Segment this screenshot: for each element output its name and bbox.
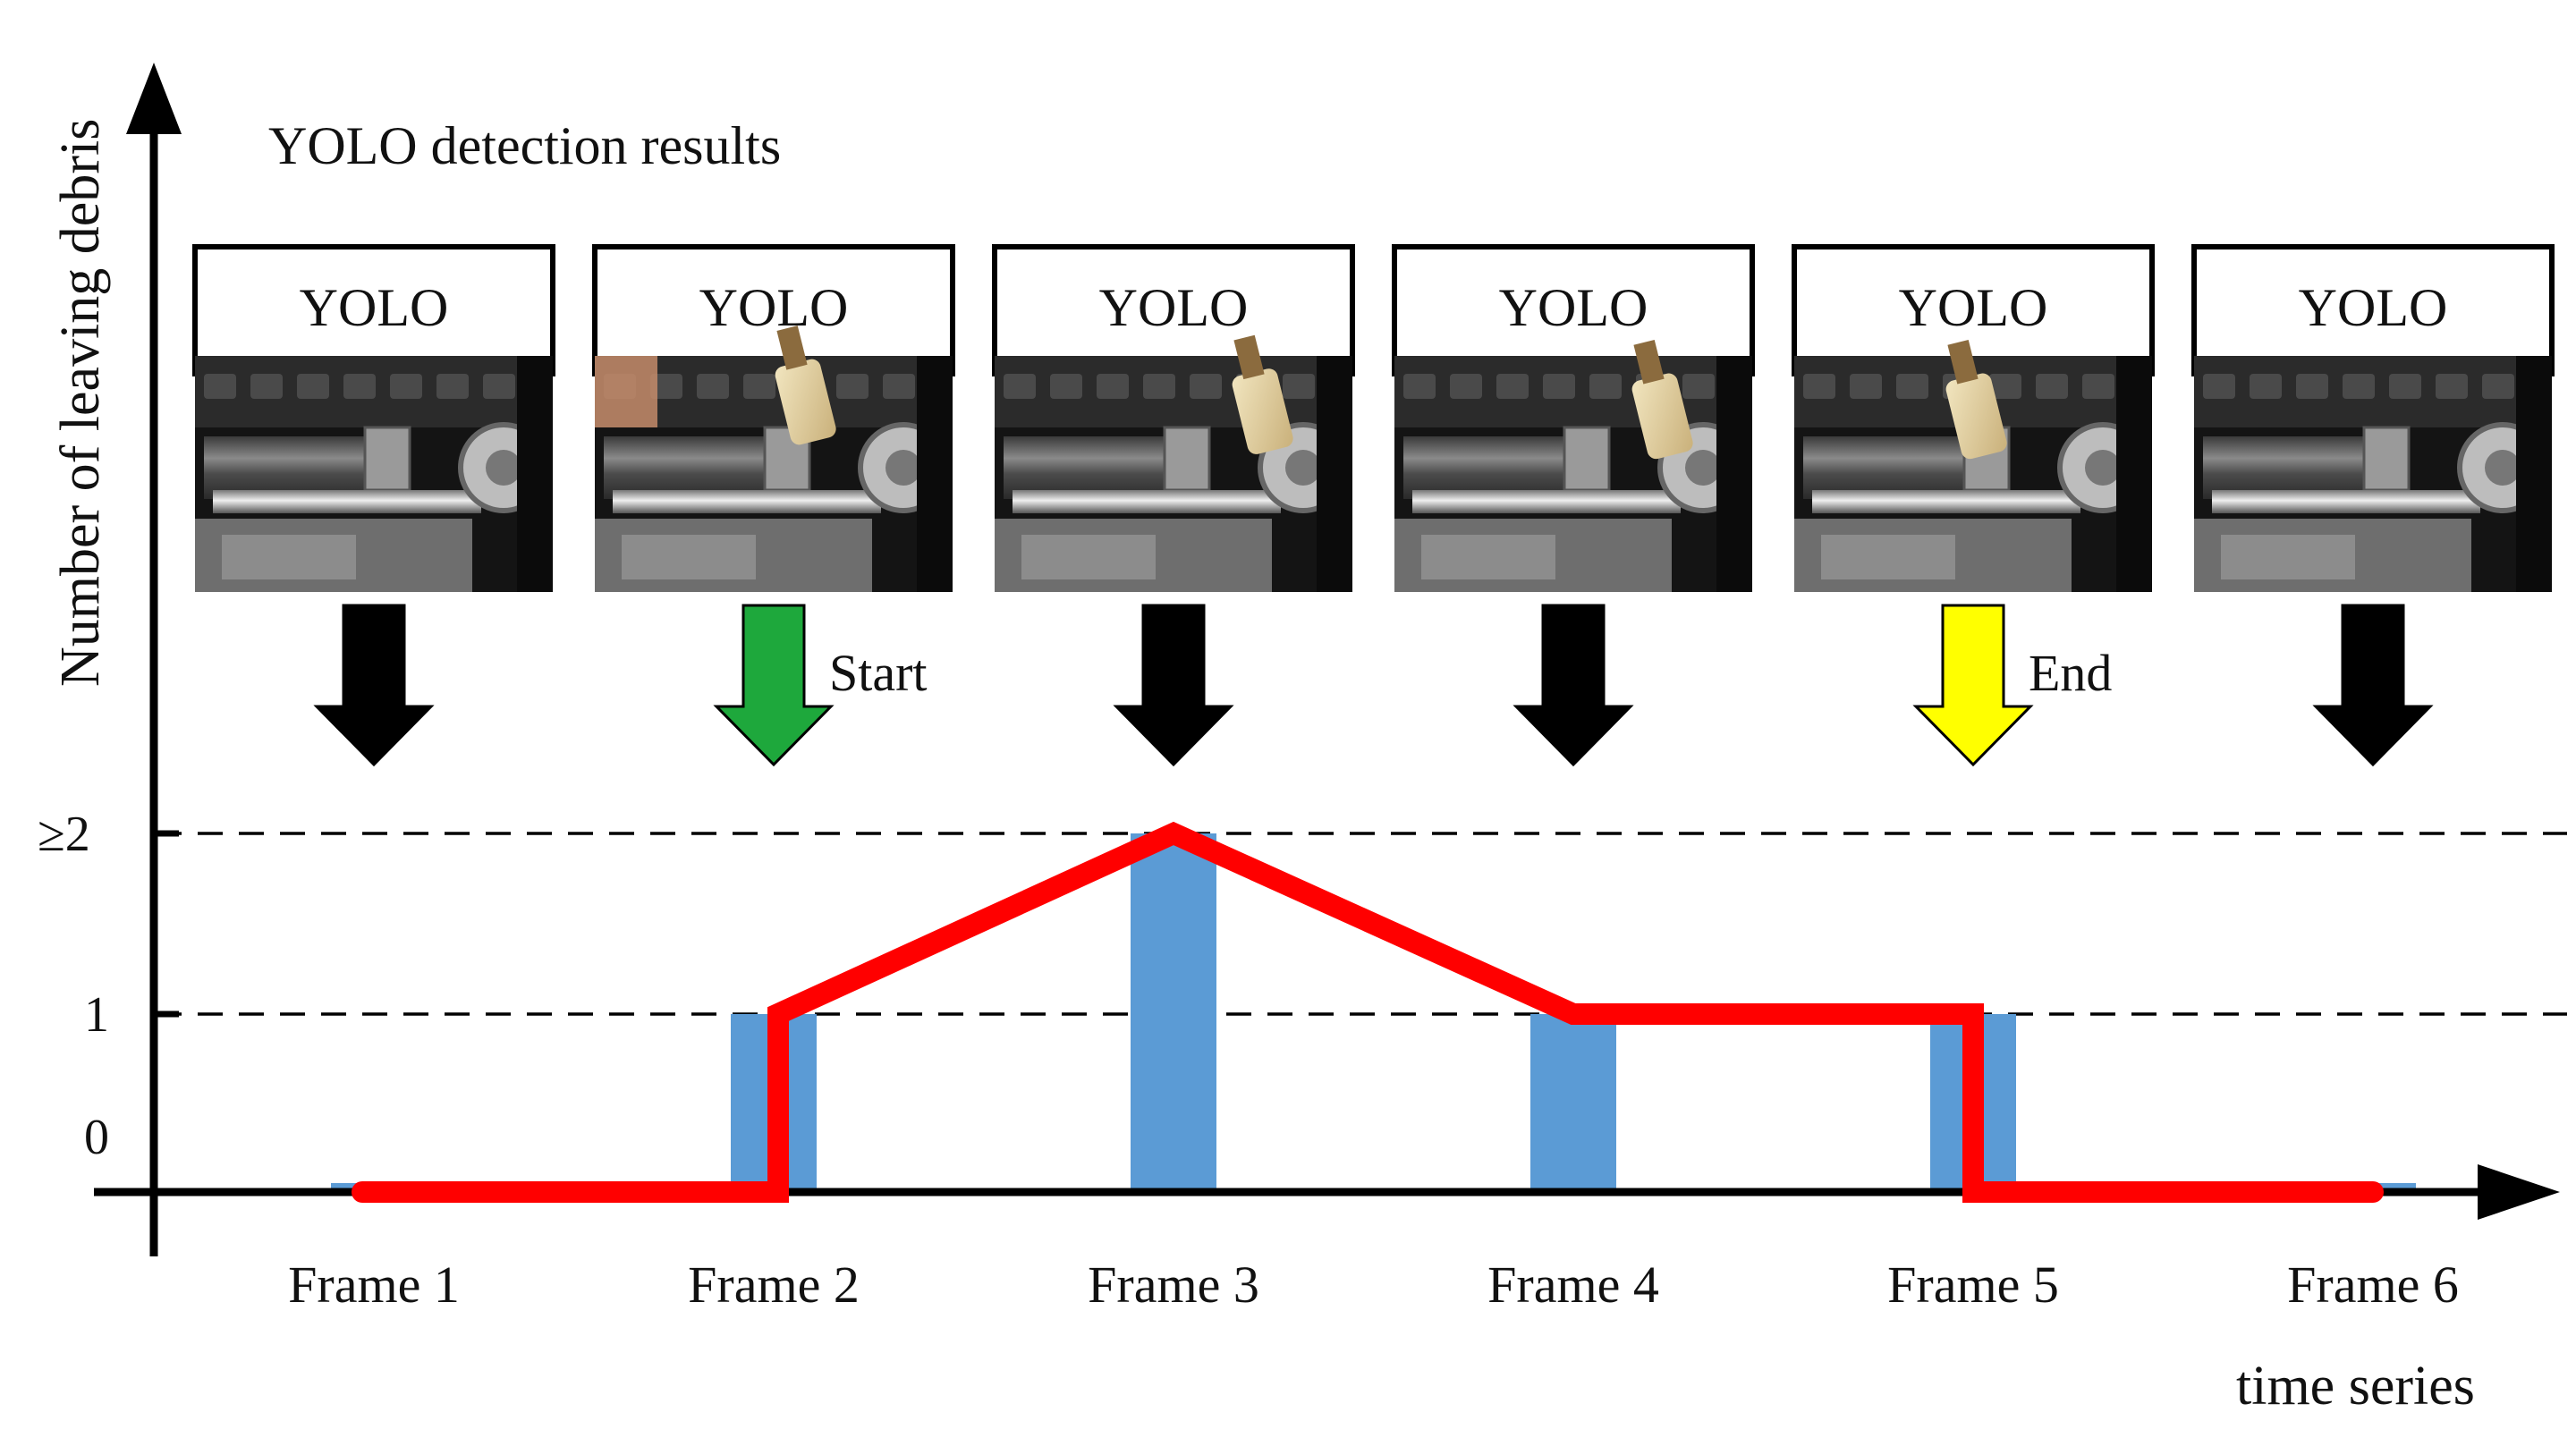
frame-thumbnail — [595, 326, 953, 592]
start-label: Start — [829, 644, 928, 702]
frame-label: Frame 6 — [2287, 1256, 2459, 1314]
yolo-box — [1792, 244, 2155, 376]
frame-panel: YOLO Frame 6 — [2191, 244, 2555, 1314]
frame-thumbnail — [195, 356, 553, 592]
frame-thumbnail — [2194, 356, 2552, 592]
x-axis-label: time series — [2236, 1356, 2475, 1416]
trend-line — [352, 821, 2384, 1203]
y-axis-label: Number of leaving debris — [50, 119, 111, 687]
yolo-box-label: YOLO — [1899, 278, 2048, 337]
frame-thumbnail — [1394, 339, 1752, 592]
y-tick-label-zero: 0 — [84, 1110, 109, 1165]
yolo-box-label: YOLO — [699, 278, 849, 337]
down-arrow-icon — [313, 604, 435, 767]
down-arrow-icon — [1912, 604, 2034, 767]
frame-panel: YOLO Frame 1 — [192, 244, 555, 1314]
frame-label: Frame 5 — [1887, 1256, 2059, 1314]
yolo-box-label: YOLO — [2299, 278, 2448, 337]
frame-label: Frame 2 — [688, 1256, 860, 1314]
frame-panel: YOLO Frame 4 — [1392, 244, 1755, 1314]
x-axis-arrowhead — [2478, 1164, 2560, 1220]
frame-label: Frame 3 — [1088, 1256, 1259, 1314]
down-arrow-icon — [1513, 604, 1634, 767]
frame-thumbnail — [995, 334, 1352, 592]
frame-label: Frame 1 — [288, 1256, 460, 1314]
frame-thumbnail — [1794, 339, 2152, 592]
end-label: End — [2029, 644, 2112, 702]
yolo-box-label: YOLO — [1499, 278, 1648, 337]
frame-panel: YOLO Frame 3 — [992, 244, 1355, 1314]
y-axis-arrowhead — [126, 63, 182, 134]
count-bar — [1131, 833, 1216, 1192]
section-title: YOLO detection results — [268, 116, 781, 175]
yolo-box — [2191, 244, 2555, 376]
yolo-box — [992, 244, 1355, 376]
yolo-box-label: YOLO — [1099, 278, 1249, 337]
yolo-box-label: YOLO — [300, 278, 449, 337]
count-bar — [1530, 1014, 1616, 1192]
y-tick-label-two: ≥2 — [38, 807, 90, 862]
down-arrow-icon — [1113, 604, 1234, 767]
yolo-box — [1392, 244, 1755, 376]
down-arrow-icon — [2312, 604, 2434, 767]
down-arrow-icon — [713, 604, 835, 767]
frame-label: Frame 4 — [1487, 1256, 1659, 1314]
y-tick-label-one: 1 — [84, 987, 109, 1043]
